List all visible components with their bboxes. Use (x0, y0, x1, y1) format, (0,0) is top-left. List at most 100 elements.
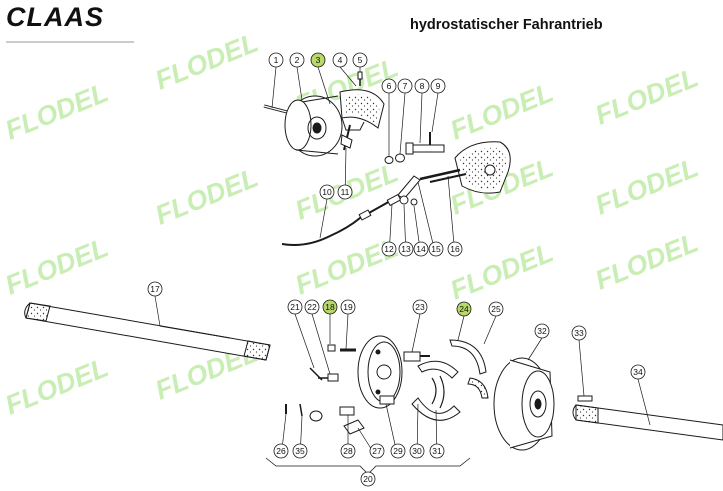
watermark-text: FLODEL (591, 227, 702, 295)
callout-12: 12 (381, 241, 397, 257)
callout-5: 5 (352, 52, 368, 68)
watermark-text: FLODEL (446, 77, 557, 145)
callout-circle (340, 299, 356, 315)
backing-plate-part (357, 335, 403, 409)
page-title: hydrostatischer Fahrantrieb (410, 17, 603, 33)
callout-circle (409, 443, 425, 459)
leader-line (419, 92, 423, 144)
leader-line (411, 313, 421, 353)
callout-number: 17 (150, 284, 160, 294)
wheel-cylinder-part (403, 351, 430, 362)
leader-line (154, 295, 161, 327)
leader-line (311, 313, 331, 375)
callout-27: 27 (369, 443, 385, 459)
pin-part (299, 403, 303, 417)
bottom-assembly (265, 335, 723, 475)
drum-part (493, 357, 555, 451)
callout-circle (413, 241, 429, 257)
leader-line (527, 337, 543, 361)
leader-line (294, 313, 315, 369)
callout-14: 14 (413, 241, 429, 257)
callout-number: 8 (420, 81, 425, 91)
callout-11: 11 (337, 184, 353, 200)
leader-line (431, 92, 439, 133)
washer-part (384, 156, 394, 164)
callout-number: 14 (416, 244, 426, 254)
callout-4: 4 (332, 52, 348, 68)
callout-number: 25 (491, 304, 501, 314)
callout-circle (447, 241, 463, 257)
callout-circle (429, 443, 445, 459)
housing-part (454, 141, 511, 194)
callout-number: 9 (436, 81, 441, 91)
watermark-text: FLODEL (1, 352, 112, 420)
callout-number: 28 (343, 446, 353, 456)
callout-circle (332, 52, 348, 68)
callout-23: 23 (412, 299, 428, 315)
callout-number: 18 (325, 302, 335, 312)
callout-circle (352, 52, 368, 68)
callout-number: 19 (343, 302, 353, 312)
callout-number: 32 (537, 326, 547, 336)
callout-circle (273, 443, 289, 459)
leader-lines (154, 66, 651, 486)
leader-line (271, 66, 277, 109)
callout-number: 2 (295, 55, 300, 65)
output-shaft-part (572, 404, 723, 441)
callout-circle (488, 301, 504, 317)
spring-part (309, 367, 330, 381)
callout-number: 1 (274, 55, 279, 65)
callout-25: 25 (488, 301, 504, 317)
top-assembly (263, 71, 511, 246)
bracket-part (343, 419, 365, 435)
callout-circle (381, 241, 397, 257)
callout-circle (360, 471, 376, 487)
callout-number: 10 (322, 187, 332, 197)
callout-circle (428, 241, 444, 257)
callout-number: 21 (290, 302, 300, 312)
brake-lining-part (449, 339, 489, 399)
callout-10: 10 (319, 184, 335, 200)
callout-26: 26 (273, 443, 289, 459)
callout-circle (292, 443, 308, 459)
clip-part (339, 406, 355, 416)
brand-logo: CLAAS (6, 2, 104, 32)
callout-number: 33 (574, 328, 584, 338)
callout-20: 20 (360, 471, 376, 487)
callout-circle (289, 52, 305, 68)
watermark-text: FLODEL (151, 27, 262, 95)
callout-circle (390, 443, 406, 459)
callout-number: 12 (384, 244, 394, 254)
callout-31: 31 (429, 443, 445, 459)
leader-line (345, 313, 349, 350)
leader-line (483, 315, 497, 345)
callout-number: 15 (431, 244, 441, 254)
callout-number: 5 (358, 55, 363, 65)
callout-number: 34 (633, 367, 643, 377)
callout-number: 26 (276, 446, 286, 456)
drive-shaft-part (24, 302, 271, 361)
leader-line (399, 92, 406, 155)
leader-line (457, 315, 465, 341)
callout-32: 32 (534, 323, 550, 339)
leader-line (578, 339, 585, 397)
callout-circle (397, 78, 413, 94)
callout-circle (381, 78, 397, 94)
callout-19: 19 (340, 299, 356, 315)
callout-number: 3 (316, 55, 321, 65)
callout-6: 6 (381, 78, 397, 94)
callout-number: 16 (450, 244, 460, 254)
callout-number: 27 (372, 446, 382, 456)
callout-21: 21 (287, 299, 303, 315)
callout-circle (322, 299, 338, 315)
callout-circle (369, 443, 385, 459)
callout-circle (337, 184, 353, 200)
callout-number: 24 (459, 304, 469, 314)
callout-number: 20 (363, 474, 373, 484)
callout-3: 3 (310, 52, 326, 68)
nut-part (327, 373, 339, 382)
callout-13: 13 (398, 241, 414, 257)
brake-drum-part (284, 95, 343, 157)
